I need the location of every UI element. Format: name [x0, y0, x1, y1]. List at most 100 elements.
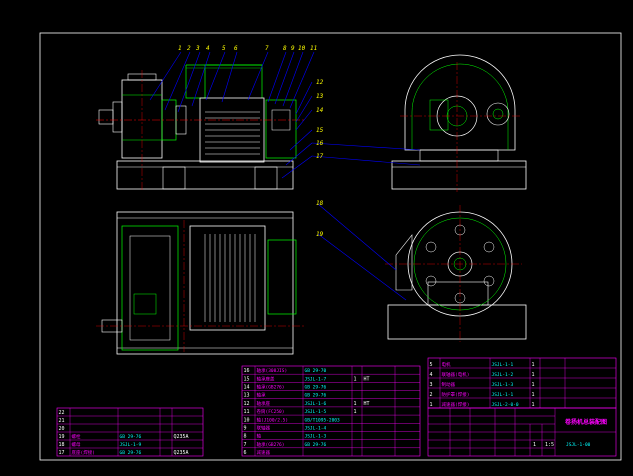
- right-row-2-name: 防护罩(焊接): [442, 391, 470, 398]
- drawing-scale: 1:5: [545, 442, 554, 448]
- left-row-20-no: 20: [59, 426, 65, 432]
- front-view: [96, 64, 304, 192]
- right-row-1-qty: 1: [532, 402, 535, 408]
- mid-row-16-no: 16: [244, 368, 250, 374]
- balloon-6: 6: [234, 45, 238, 52]
- balloons-lower: 18 19: [316, 200, 324, 238]
- drawing-frame: [39, 32, 622, 461]
- balloon-1: 1: [178, 45, 182, 52]
- mid-row-15-code: JSJL-1-7: [305, 376, 327, 382]
- mid-row-16-name: 轴承(308JIS): [257, 367, 288, 374]
- plan-view: [96, 211, 304, 355]
- mid-row-11-code: JSJL-1-5: [305, 409, 327, 415]
- balloon-14: 14: [316, 107, 324, 114]
- balloon-12: 12: [316, 79, 324, 86]
- mid-row-12-name: 轴承座: [257, 400, 271, 407]
- drawing-sheet: 1: [533, 442, 536, 448]
- left-row-17-no: 17: [59, 450, 65, 456]
- balloon-15: 15: [316, 127, 324, 134]
- right-row-2-code: JSJL-1-1: [492, 392, 514, 398]
- mid-row-9-no: 9: [244, 425, 247, 431]
- right-row-5-name: 电机: [442, 361, 451, 368]
- left-row-18-code: JSJL-1-9: [120, 442, 142, 448]
- right-row-3-name: 制动器: [442, 381, 456, 388]
- mid-row-8-name: 轴: [257, 433, 262, 440]
- right-row-5-no: 5: [430, 362, 433, 368]
- balloon-4: 4: [206, 45, 210, 52]
- mid-row-13-no: 13: [244, 393, 250, 399]
- mid-row-15-no: 15: [244, 376, 250, 382]
- mid-row-10-no: 10: [244, 417, 250, 423]
- left-row-19-name: 螺栓: [72, 433, 81, 440]
- leader-lines: [149, 51, 421, 301]
- left-row-21-no: 21: [59, 418, 65, 424]
- balloon-11: 11: [310, 45, 317, 52]
- left-row-19-code: GB 29-76: [120, 434, 142, 440]
- balloon-8: 8: [283, 45, 287, 52]
- balloon-13: 13: [316, 93, 324, 100]
- mid-row-9-name: 联轴器: [257, 424, 271, 431]
- mid-row-7-name: 轴承(GB276): [257, 441, 285, 448]
- right-row-2-no: 2: [430, 392, 433, 398]
- balloon-9: 9: [291, 45, 295, 52]
- mid-row-8-code: JSJL-1-3: [305, 434, 327, 440]
- right-row-3-qty: 1: [532, 382, 535, 388]
- mid-row-12-code: JSJL-1-6: [305, 401, 327, 407]
- mid-row-15-qty: 1: [354, 376, 357, 382]
- right-row-1-no: 1: [430, 402, 433, 408]
- mid-row-11-no: 11: [244, 409, 250, 415]
- right-row-3-code: JSJL-1-3: [492, 382, 514, 388]
- balloon-2: 2: [187, 45, 191, 52]
- right-row-4-qty: 1: [532, 372, 535, 378]
- mid-row-11-qty: 1: [354, 409, 357, 415]
- drawing-title: 卷扬机总装配图: [564, 418, 607, 426]
- balloon-18: 18: [316, 200, 324, 207]
- title-block: 卷扬机总装配图 JSJL-1-00 1:5 1: [427, 407, 617, 457]
- mid-row-14-name: 轴承(GB276): [257, 384, 285, 391]
- left-row-17-code: GB 29-76: [120, 450, 142, 456]
- balloon-16: 16: [316, 140, 324, 147]
- right-row-4-code: JSJL-1-2: [492, 372, 514, 378]
- mid-row-11-name: 卷筒(FC250): [257, 408, 285, 415]
- balloon-5: 5: [222, 45, 226, 52]
- right-row-1-name: 减速器(焊接): [442, 401, 470, 408]
- mid-row-6-name: 减速器: [257, 449, 271, 456]
- mid-row-10-code: GB/T1095-2003: [305, 417, 341, 423]
- right-row-5-code: JSJL-1-1: [492, 362, 514, 368]
- left-row-19-no: 19: [59, 434, 65, 440]
- left-row-19-mat: Q235A: [174, 434, 189, 440]
- mid-row-14-no: 14: [244, 385, 250, 391]
- mid-row-14-code: GB 29-76: [305, 385, 327, 391]
- balloon-19: 19: [316, 231, 324, 238]
- balloon-17: 17: [316, 153, 324, 160]
- mid-row-13-code: GB 29-76: [305, 393, 327, 399]
- right-row-1-code: JSJL-2-0-0: [492, 402, 519, 408]
- left-row-17-name: 底座(焊接): [72, 449, 95, 456]
- drawing-number: JSJL-1-00: [566, 442, 591, 448]
- left-row-18-name: 螺母: [72, 441, 81, 448]
- mid-row-13-name: 轴承: [257, 392, 266, 399]
- mid-row-6-no: 6: [244, 450, 247, 456]
- right-row-5-qty: 1: [532, 362, 535, 368]
- mid-row-10-name: 轴(J100/2.5): [257, 416, 289, 423]
- left-row-18-no: 18: [59, 442, 65, 448]
- balloon-10: 10: [298, 45, 306, 52]
- right-row-4-name: 联轴器(电机): [442, 371, 470, 378]
- balloon-3: 3: [195, 45, 200, 52]
- balloons-top: 1 2 3 4 5 6 7 8 9 10 11: [178, 45, 317, 52]
- end-view: [385, 205, 527, 342]
- mid-row-9-code: JSJL-1-4: [305, 425, 327, 431]
- balloons-side: 12 13 14 15 16 17: [316, 79, 324, 160]
- mid-row-8-no: 8: [244, 434, 247, 440]
- right-row-4-no: 4: [430, 372, 433, 378]
- mid-row-12-no: 12: [244, 401, 250, 407]
- mid-row-16-code: GB 29-70: [305, 368, 327, 374]
- mid-row-7-code: GB 29-76: [305, 442, 327, 448]
- side-view: [391, 54, 527, 192]
- mid-row-12-mat: HT: [364, 401, 370, 407]
- mid-row-7-no: 7: [244, 442, 247, 448]
